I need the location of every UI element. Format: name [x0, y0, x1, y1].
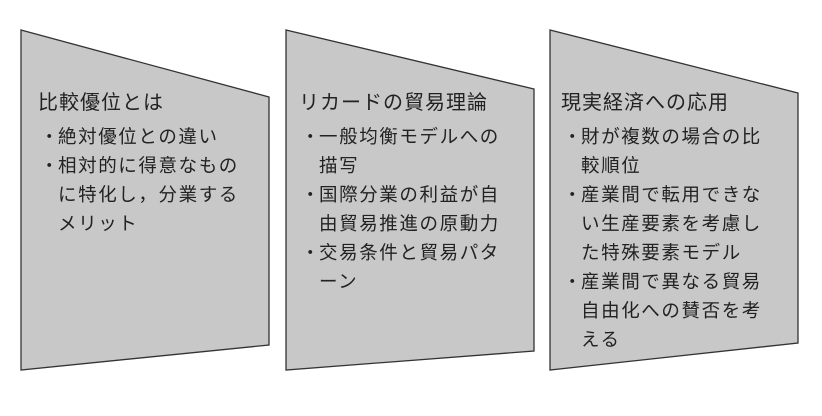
bullet-dot: ・ [301, 185, 322, 206]
bullet-line: 相対的に得意なもの [58, 156, 239, 177]
bullet-item: ・ 財が複数の場合の比 較順位 [561, 123, 797, 181]
bullet-item: ・ 相対的に得意なもの に特化し，分業する メリット [38, 152, 268, 239]
bullet-line: える [581, 330, 621, 351]
trapezoid-shape [285, 29, 535, 371]
bullet-dot: ・ [301, 243, 322, 264]
bullet-list: ・ 財が複数の場合の比 較順位 ・ 産業間で転用できな い生産要素を考慮し た特… [561, 123, 797, 355]
panel-title: 比較優位とは [38, 90, 164, 114]
trapezoid-shape [549, 29, 799, 371]
bullet-list: ・ 絶対優位との違い ・ 相対的に得意なもの に特化し，分業する メリット [38, 123, 268, 239]
bullet-dot: ・ [563, 127, 584, 148]
panel-title: リカードの貿易理論 [299, 90, 488, 114]
bullet-item: ・ 国際分業の利益が自 由貿易推進の原動力 [299, 181, 533, 239]
bullet-item: ・ 産業間で異なる貿易 自由化への賛否を考 える [561, 268, 797, 355]
bullet-line: 産業間で異なる貿易 [581, 272, 762, 293]
bullet-line: 国際分業の利益が自 [319, 185, 500, 206]
bullet-line: に特化し，分業する [58, 185, 239, 206]
trapezoid-shape [20, 29, 270, 371]
bullet-line: た特殊要素モデル [581, 243, 742, 264]
bullet-line: 一般均衡モデルへの [319, 127, 500, 148]
bullet-line: 交易条件と貿易パタ [319, 243, 500, 264]
bullet-list: ・ 一般均衡モデルへの 描写 ・ 国際分業の利益が自 由貿易推進の原動力 ・ 交… [299, 123, 533, 297]
bullet-line: 自由化への賛否を考 [581, 301, 762, 322]
bullet-dot: ・ [301, 127, 322, 148]
panel-ricardian-trade-theory: リカードの貿易理論 ・ 一般均衡モデルへの 描写 ・ 国際分業の利益が自 由貿易… [285, 29, 535, 371]
bullet-line: 描写 [319, 156, 360, 177]
bullet-line: 由貿易推進の原動力 [319, 214, 500, 235]
bullet-dot: ・ [563, 272, 584, 293]
panel-real-economy-application: 現実経済への応用 ・ 財が複数の場合の比 較順位 ・ 産業間で転用できな い生産… [549, 29, 799, 371]
bullet-dot: ・ [563, 185, 584, 206]
bullet-line: メリット [58, 214, 139, 235]
panel-title: 現実経済への応用 [561, 90, 729, 114]
bullet-item: ・ 絶対優位との違い [38, 123, 268, 152]
bullet-line: い生産要素を考慮し [581, 214, 762, 235]
bullet-dot: ・ [40, 127, 61, 148]
bullet-dot: ・ [40, 156, 61, 177]
bullet-line: 較順位 [581, 156, 642, 177]
bullet-item: ・ 産業間で転用できな い生産要素を考慮し た特殊要素モデル [561, 181, 797, 268]
bullet-item: ・ 交易条件と貿易パタ ーン [299, 239, 533, 297]
panel-comparative-advantage: 比較優位とは ・ 絶対優位との違い ・ 相対的に得意なもの に特化し，分業する … [20, 29, 270, 371]
bullet-line: 財が複数の場合の比 [581, 127, 762, 148]
bullet-line: 産業間で転用できな [581, 185, 762, 206]
bullet-item: ・ 一般均衡モデルへの 描写 [299, 123, 533, 181]
bullet-line: 絶対優位との違い [58, 127, 219, 148]
bullet-line: ーン [319, 272, 359, 293]
